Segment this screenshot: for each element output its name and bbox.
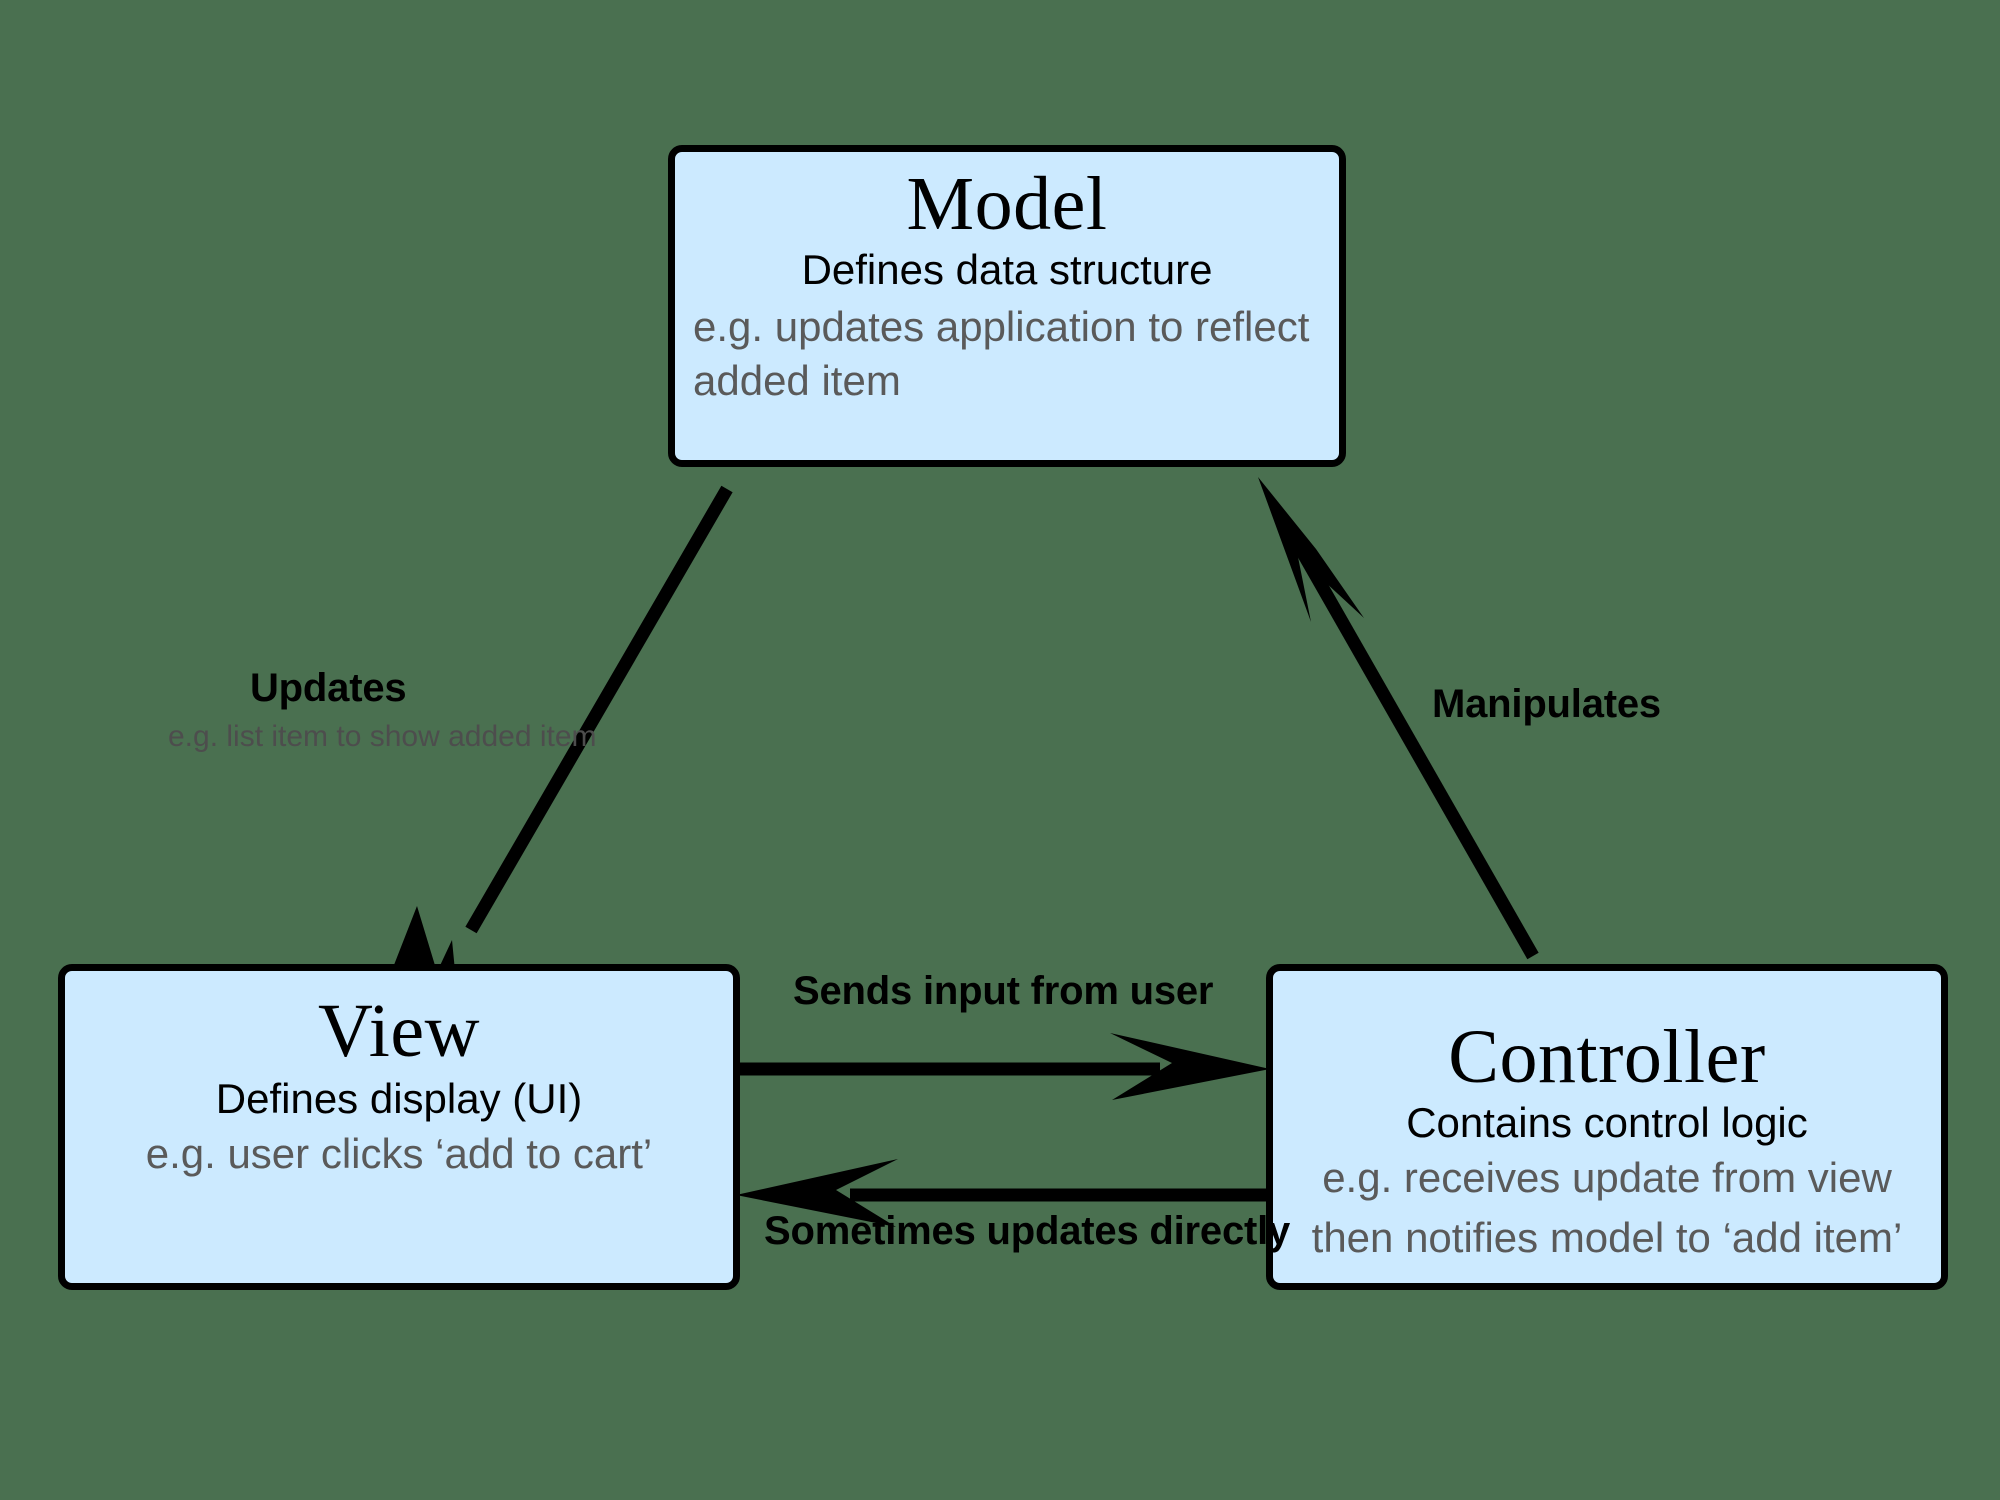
node-model[interactable]: Model Defines data structure e.g. update… <box>668 145 1346 467</box>
node-controller-example-line-2: then notifies model to ‘add item’ <box>1311 1213 1903 1261</box>
node-controller[interactable]: Controller Contains control logic e.g. r… <box>1266 964 1948 1290</box>
node-model-example: e.g. updates application to reflect adde… <box>693 303 1310 404</box>
node-view-title: View <box>317 989 481 1073</box>
edge-sublabel-updates: e.g. list item to show added item <box>168 720 597 753</box>
node-view[interactable]: View Defines display (UI) e.g. user clic… <box>58 964 740 1290</box>
edge-view-to-controller <box>740 1033 1270 1100</box>
edge-label-sends-input-from-user: Sends input from user <box>793 969 1214 1013</box>
edge-label-sometimes-updates-directly: Sometimes updates directly <box>764 1209 1291 1253</box>
node-view-example: e.g. user clicks ‘add to cart’ <box>145 1130 653 1178</box>
node-model-subtitle: Defines data structure <box>801 246 1213 293</box>
edge-label-updates: Updates <box>250 666 407 710</box>
node-model-title: Model <box>906 162 1108 246</box>
node-controller-subtitle: Contains control logic <box>1406 1099 1808 1146</box>
node-view-subtitle: Defines display (UI) <box>215 1075 583 1122</box>
edge-label-manipulates: Manipulates <box>1432 682 1661 726</box>
node-controller-title: Controller <box>1448 1015 1766 1099</box>
node-controller-example-line-1: e.g. receives update from view <box>1322 1154 1892 1202</box>
